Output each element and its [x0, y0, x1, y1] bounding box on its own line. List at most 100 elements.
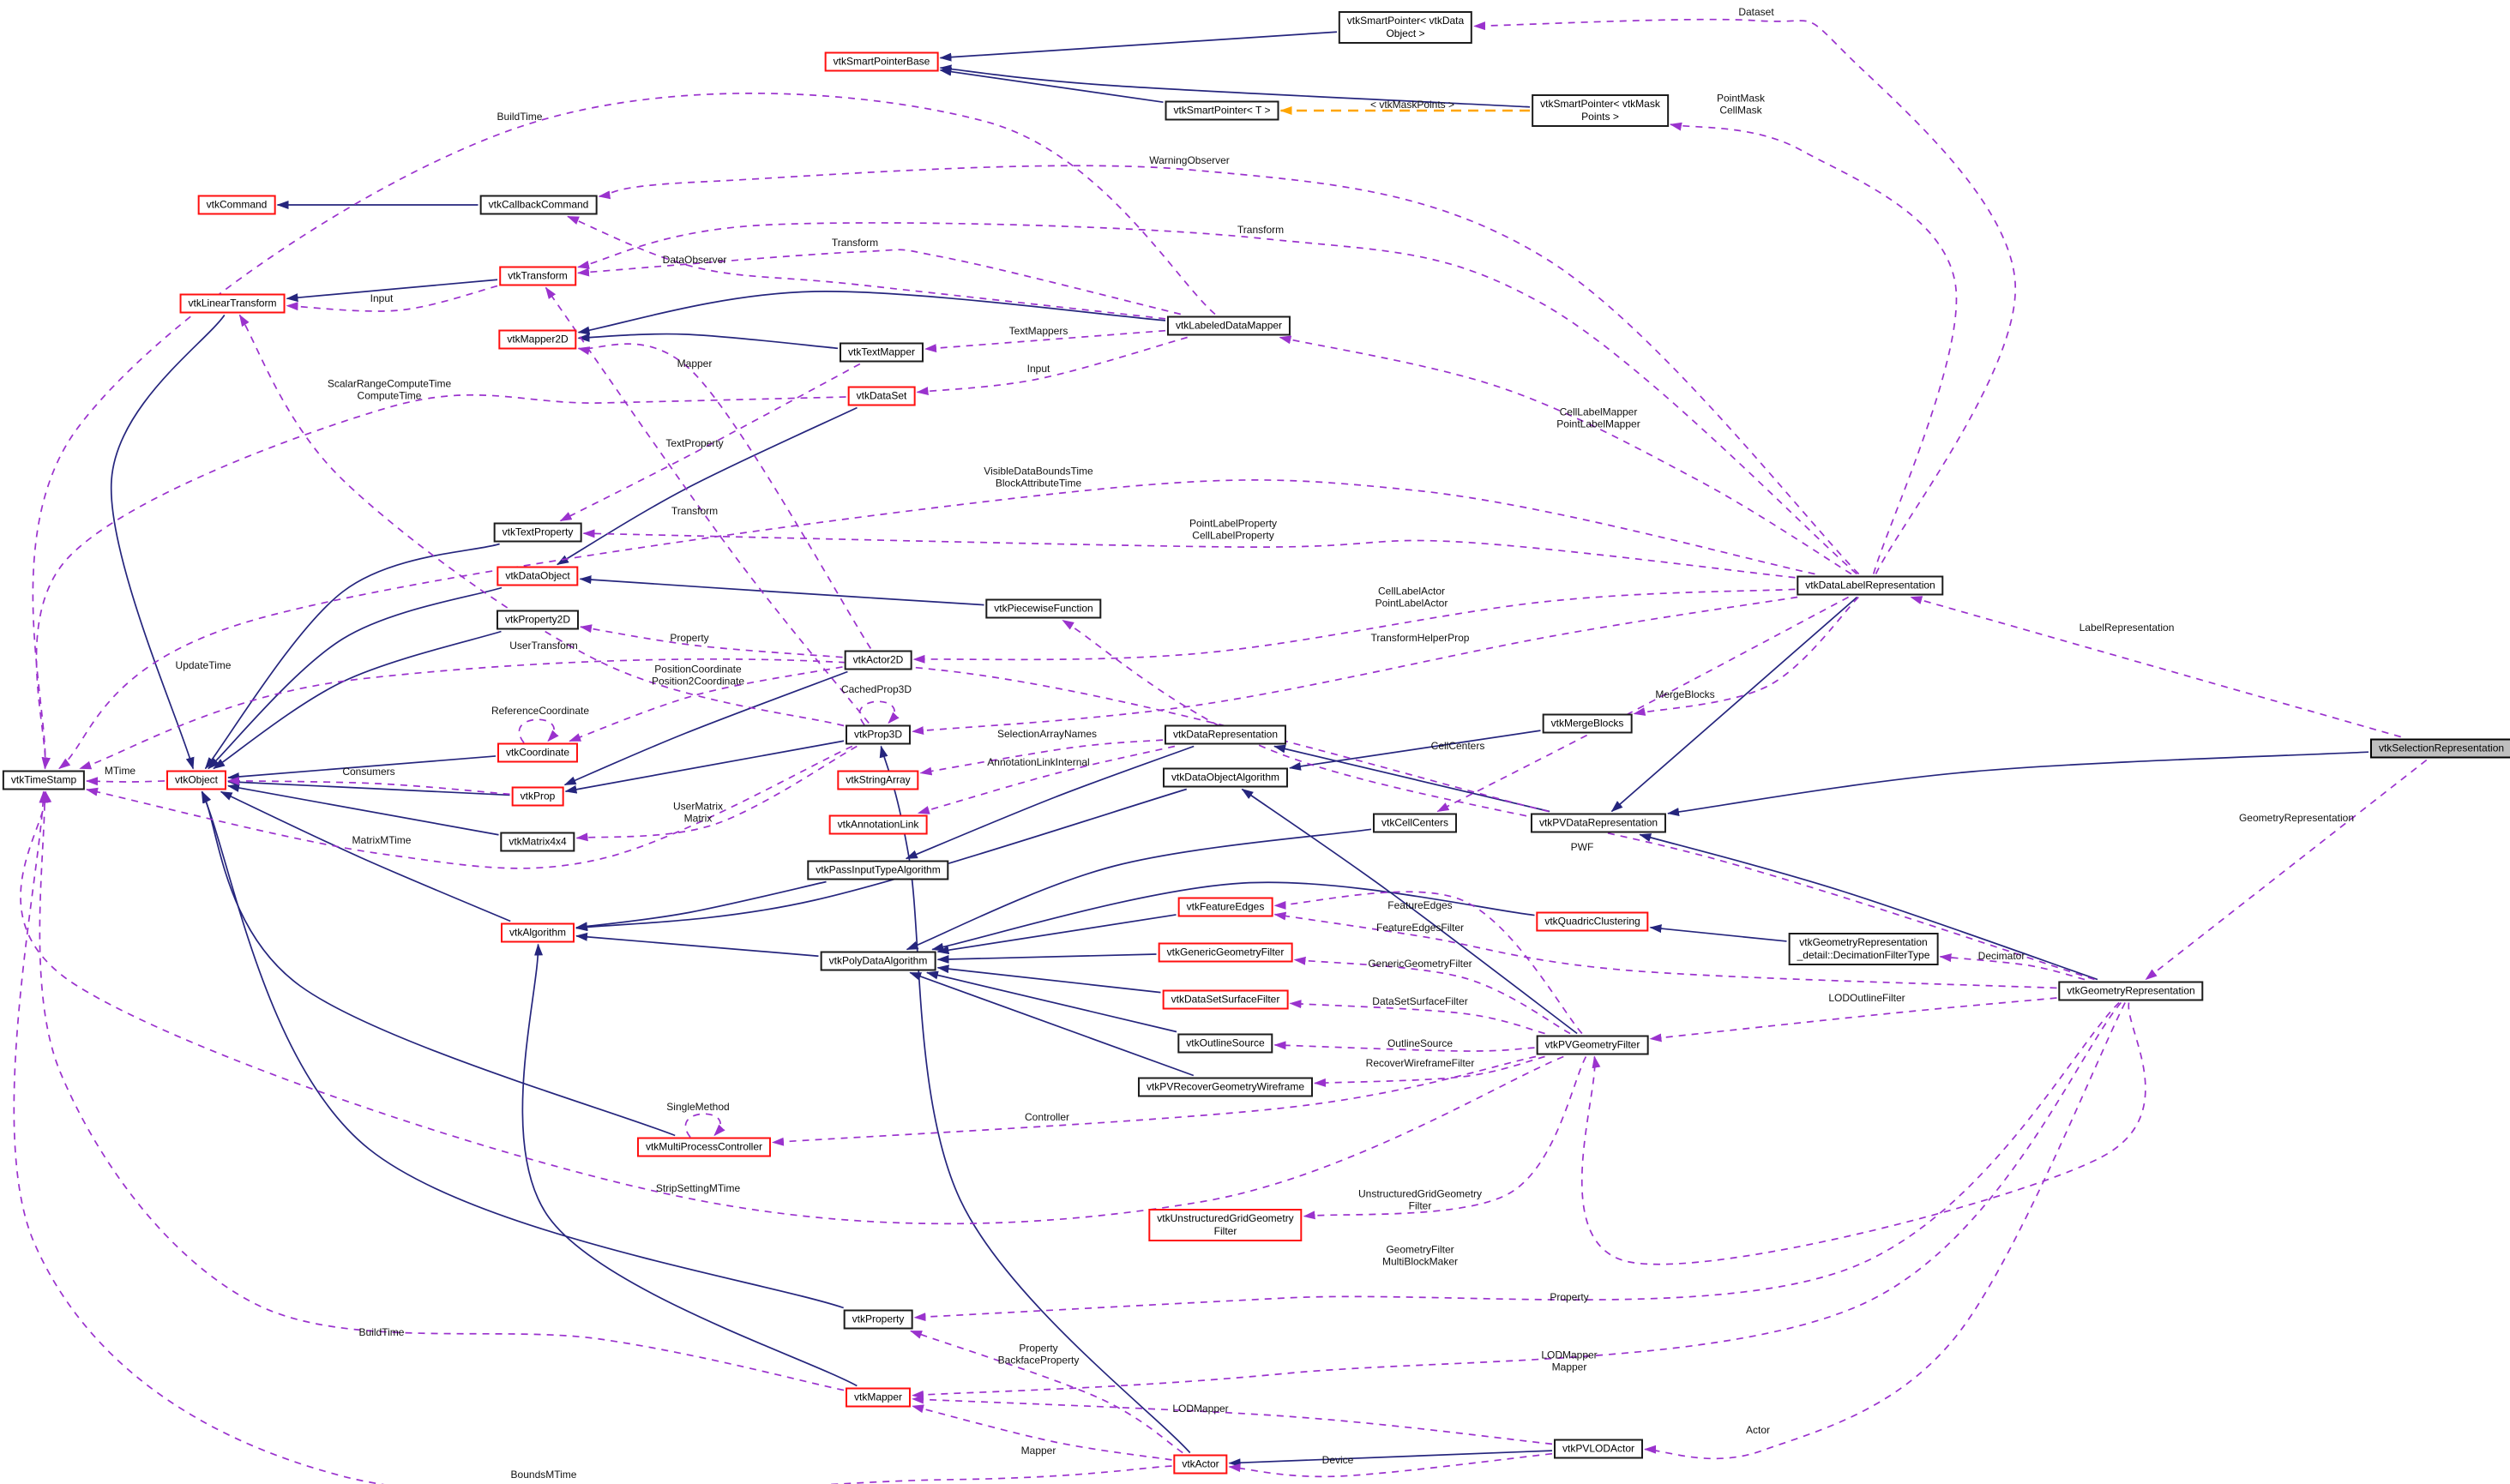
collaboration-edge — [910, 1330, 1183, 1454]
collaboration-edge — [1436, 596, 1849, 813]
collaboration-edge — [1580, 1002, 2146, 1265]
node-selectionRep[interactable]: vtkSelectionRepresentation — [2369, 738, 2510, 759]
inheritance-edge — [110, 315, 226, 770]
collaboration-edge — [1649, 997, 2057, 1042]
collaboration-edge — [569, 666, 843, 742]
node-labeledDM[interactable]: vtkLabeledDataMapper — [1166, 315, 1291, 336]
inheritance-edge — [1228, 1450, 1553, 1468]
node-property2d[interactable]: vtkProperty2D — [496, 610, 580, 630]
node-dataObjAlg[interactable]: vtkDataObjectAlgorithm — [1162, 767, 1289, 788]
collaboration-edge — [577, 249, 1182, 315]
inheritance-edge — [939, 67, 1164, 104]
node-passInput[interactable]: vtkPassInputTypeAlgorithm — [807, 860, 949, 880]
node-quadric[interactable]: vtkQuadricClustering — [1536, 911, 1649, 932]
node-dataRep[interactable]: vtkDataRepresentation — [1164, 724, 1287, 745]
collaboration-edge — [919, 739, 1164, 776]
inheritance-edge — [227, 755, 497, 781]
node-dataLabelRep[interactable]: vtkDataLabelRepresentation — [1797, 575, 1944, 596]
node-stringArray[interactable]: vtkStringArray — [837, 770, 919, 790]
inheritance-edge — [1241, 788, 1578, 1035]
collaboration-edge — [1228, 1452, 1553, 1478]
inheritance-edge — [1667, 751, 2369, 817]
node-textMapper[interactable]: vtkTextMapper — [839, 342, 924, 363]
node-cmd[interactable]: vtkCommand — [197, 195, 276, 215]
inheritance-edge — [579, 575, 984, 606]
node-pvRecover[interactable]: vtkPVRecoverGeometryWireframe — [1137, 1077, 1314, 1097]
inheritance-edge — [931, 881, 1535, 952]
node-cbCmd[interactable]: vtkCallbackCommand — [479, 195, 598, 215]
inheritance-edge — [577, 291, 1166, 335]
inheritance-edge — [575, 932, 819, 958]
node-timeStamp[interactable]: vtkTimeStamp — [2, 770, 86, 790]
node-coordinate[interactable]: vtkCoordinate — [497, 742, 579, 763]
node-cellCenters[interactable]: vtkCellCenters — [1372, 813, 1458, 833]
node-matrix[interactable]: vtkMatrix4x4 — [500, 832, 575, 852]
collaboration-edge — [79, 658, 1550, 813]
collaboration-edge — [39, 790, 845, 1391]
node-decimation[interactable]: vtkGeometryRepresentation _detail::Decim… — [1788, 933, 1939, 965]
node-actor2d[interactable]: vtkActor2D — [844, 650, 912, 670]
collaboration-edge — [1910, 596, 2401, 738]
collaboration-edge — [1939, 953, 2086, 981]
inheritance-edge — [936, 914, 1177, 955]
node-spBase[interactable]: vtkSmartPointerBase — [824, 51, 939, 72]
node-mpController[interactable]: vtkMultiProcessController — [636, 1137, 772, 1157]
inheritance-edge — [227, 784, 499, 836]
node-algorithm[interactable]: vtkAlgorithm — [500, 922, 575, 943]
node-prop3d[interactable]: vtkProp3D — [845, 724, 912, 745]
node-transform[interactable]: vtkTransform — [499, 266, 576, 286]
node-outlineSrc[interactable]: vtkOutlineSource — [1177, 1033, 1273, 1054]
node-geomRep[interactable]: vtkGeometryRepresentation — [2058, 981, 2204, 1001]
node-featureEdges[interactable]: vtkFeatureEdges — [1177, 897, 1273, 917]
node-dsSurface[interactable]: vtkDataSetSurfaceFilter — [1162, 989, 1289, 1010]
node-property[interactable]: vtkProperty — [843, 1309, 913, 1330]
collaboration-edge — [2145, 759, 2428, 981]
inheritance-edge — [879, 745, 1191, 1454]
node-mergeBlocks[interactable]: vtkMergeBlocks — [1542, 713, 1633, 734]
node-annotationLink[interactable]: vtkAnnotationLink — [828, 814, 928, 835]
node-spT[interactable]: vtkSmartPointer< T > — [1165, 100, 1279, 121]
node-mapper2d[interactable]: vtkMapper2D — [498, 329, 577, 350]
node-actor[interactable]: vtkActor — [1173, 1454, 1228, 1475]
inheritance-edge — [936, 964, 1161, 994]
inheritance-edge — [936, 953, 1157, 964]
node-piecewise[interactable]: vtkPiecewiseFunction — [985, 598, 1102, 619]
node-polyDataAlg[interactable]: vtkPolyDataAlgorithm — [820, 951, 936, 971]
node-ugGeomFilter[interactable]: vtkUnstructuredGridGeometry Filter — [1148, 1209, 1303, 1241]
collaboration-edge — [924, 329, 1166, 353]
collaboration-edge — [912, 1404, 1172, 1461]
node-pvGeomFilter[interactable]: vtkPVGeometryFilter — [1536, 1035, 1649, 1055]
collaboration-edge — [238, 314, 845, 727]
node-dataSet[interactable]: vtkDataSet — [847, 386, 916, 406]
node-spDataObj[interactable]: vtkSmartPointer< vtkData Object > — [1338, 11, 1473, 44]
node-mapper[interactable]: vtkMapper — [845, 1387, 912, 1408]
collaboration-edge — [86, 777, 166, 786]
collaboration-edge — [598, 165, 1860, 575]
inheritance-edge — [208, 586, 503, 770]
collaboration-edge — [227, 776, 510, 796]
inheritance-edge — [1610, 596, 1858, 813]
inheritance-edge — [577, 333, 839, 350]
node-object[interactable]: vtkObject — [166, 770, 227, 790]
inheritance-edge — [575, 788, 1188, 932]
collaboration-edge — [32, 93, 1216, 770]
node-textProp[interactable]: vtkTextProperty — [493, 522, 582, 543]
node-spMask[interactable]: vtkSmartPointer< vtkMask Points > — [1532, 94, 1669, 127]
collaboration-edge — [1633, 596, 1859, 716]
collaboration-edge — [577, 222, 1857, 575]
node-pvDataRep[interactable]: vtkPVDataRepresentation — [1530, 813, 1667, 833]
collaboration-edge — [912, 588, 1796, 664]
inheritance-edge — [1289, 730, 1541, 771]
node-pvlodActor[interactable]: vtkPVLODActor — [1553, 1439, 1644, 1459]
collaboration-edge — [577, 343, 872, 649]
collaboration-edge — [912, 1395, 1553, 1445]
node-linTrans[interactable]: vtkLinearTransform — [179, 293, 286, 314]
inheritance-edge — [563, 670, 848, 786]
inheritance-edge — [201, 790, 844, 1309]
collaboration-edge — [1289, 1000, 1545, 1035]
node-dataObject[interactable]: vtkDataObject — [497, 566, 579, 586]
node-genericGF[interactable]: vtkGenericGeometryFilter — [1158, 942, 1293, 963]
node-prop[interactable]: vtkProp — [511, 786, 564, 807]
